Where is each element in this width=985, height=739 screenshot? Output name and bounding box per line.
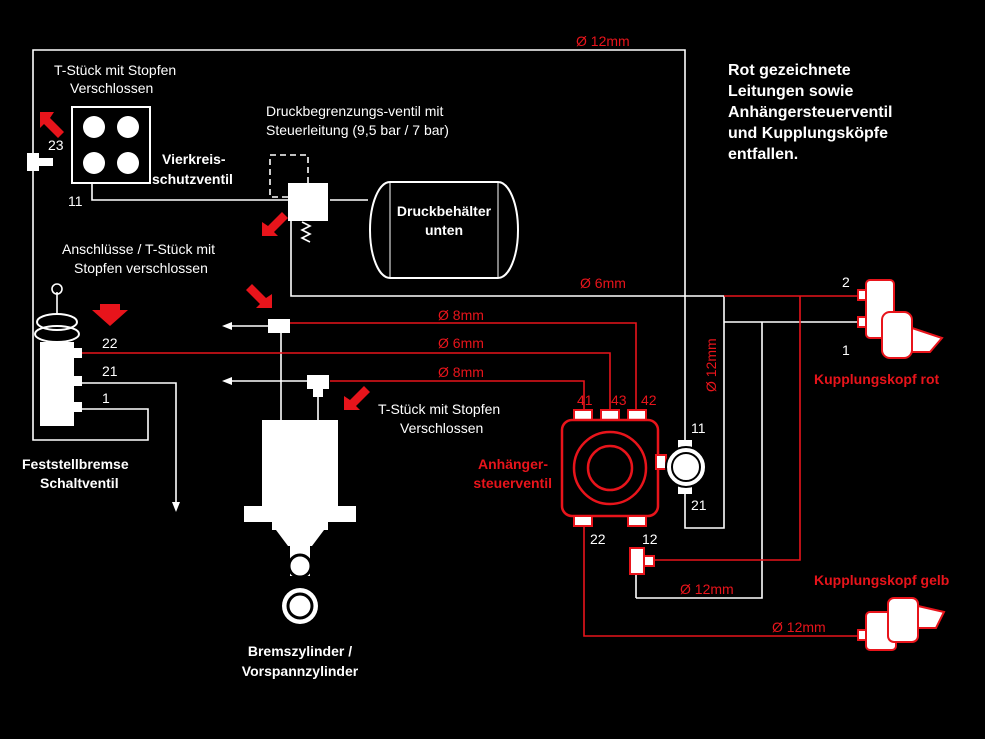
kupplungskopf-gelb (857, 597, 946, 651)
red-pipes (82, 295, 860, 637)
label-anhaenger-2: steuerventil (473, 475, 552, 491)
pipe-d8-c: Ø 8mm (438, 364, 484, 380)
label-tstueck-mid-2: Verschlossen (400, 420, 483, 436)
pipe-d8-a: Ø 8mm (438, 307, 484, 323)
port-k1: 1 (842, 342, 850, 358)
note-line-5: entfallen. (728, 146, 798, 163)
port-43: 43 (611, 392, 627, 408)
pipe-d12-top: Ø 12mm (576, 33, 630, 49)
port-22: 22 (102, 335, 118, 351)
pipe-d6-b: Ø 6mm (438, 335, 484, 351)
anhaengersteuerventil (560, 409, 667, 527)
arrow-heads (172, 322, 232, 512)
note-line-4: und Kupplungsköpfe (728, 125, 888, 142)
indicator-arrows (40, 112, 370, 410)
label-vierkreis-1: Vierkreis- (162, 151, 226, 167)
pipe-d12-bottom: Ø 12mm (772, 619, 826, 635)
note-line-3: Anhängersteuerventil (728, 104, 892, 121)
pipe-d6-right: Ø 6mm (580, 275, 626, 291)
pipe-d12-mid: Ø 12mm (680, 581, 734, 597)
label-druckbehaelter-2: unten (425, 222, 463, 238)
port-42: 42 (641, 392, 657, 408)
label-feststell-2: Schaltventil (40, 475, 119, 491)
label-kupplung-rot: Kupplungskopf rot (814, 371, 940, 387)
label-druckbehaelter-1: Druckbehälter (397, 203, 492, 219)
label-bremszyl-1: Bremszylinder / (248, 643, 352, 659)
label-tstueck-top-2: Verschlossen (70, 80, 153, 96)
label-feststell-1: Feststellbremse (22, 456, 129, 472)
druckbehaelter (369, 181, 519, 279)
arrow-feststell-icon (92, 304, 128, 326)
label-anschluesse-1: Anschlüsse / T-Stück mit (62, 241, 215, 257)
port-k2: 2 (842, 274, 850, 290)
bremszylinder (244, 420, 356, 624)
port-23: 23 (48, 137, 64, 153)
kupplungskopf-rot (857, 279, 944, 359)
port-41: 41 (577, 392, 593, 408)
label-druckbegrenzung-2: Steuerleitung (9,5 bar / 7 bar) (266, 122, 449, 138)
label-kupplung-gelb: Kupplungskopf gelb (814, 572, 949, 588)
small-valve (665, 440, 707, 494)
label-anhaenger-1: Anhänger- (478, 456, 548, 472)
label-tstueck-mid-1: T-Stück mit Stopfen (378, 401, 500, 417)
label-bremszyl-2: Vorspannzylinder (242, 663, 359, 679)
label-druckbegrenzung-1: Druckbegrenzungs-ventil mit (266, 103, 444, 119)
arrow-tpiece-mid-icon (344, 386, 370, 410)
label-anschluesse-2: Stopfen verschlossen (74, 260, 208, 276)
port-v12: 12 (642, 531, 658, 547)
arrow-23-icon (40, 112, 64, 138)
note-line-1: Rot gezeichnete (728, 62, 851, 79)
port-v21: 21 (691, 497, 707, 513)
label-tstueck-top-1: T-Stück mit Stopfen (54, 62, 176, 78)
druckbegrenzungsventil (269, 154, 328, 243)
vierkreisschutzventil (27, 106, 151, 184)
pipe-d12-vert: Ø 12mm (703, 338, 719, 392)
white-pipes (32, 49, 860, 599)
note-line-2: Leitungen sowie (728, 83, 853, 100)
port-1: 1 (102, 390, 110, 406)
valve-12 (629, 547, 655, 575)
feststellbremse-schaltventil (34, 283, 82, 426)
arrow-limiter-icon (262, 212, 288, 236)
port-11: 11 (68, 193, 83, 209)
t-pieces (268, 319, 329, 397)
port-21: 21 (102, 363, 118, 379)
port-v22: 22 (590, 531, 606, 547)
port-v11: 11 (691, 420, 706, 436)
arrow-tpiece-top-icon (246, 284, 272, 308)
label-vierkreis-2: schutzventil (152, 171, 233, 187)
